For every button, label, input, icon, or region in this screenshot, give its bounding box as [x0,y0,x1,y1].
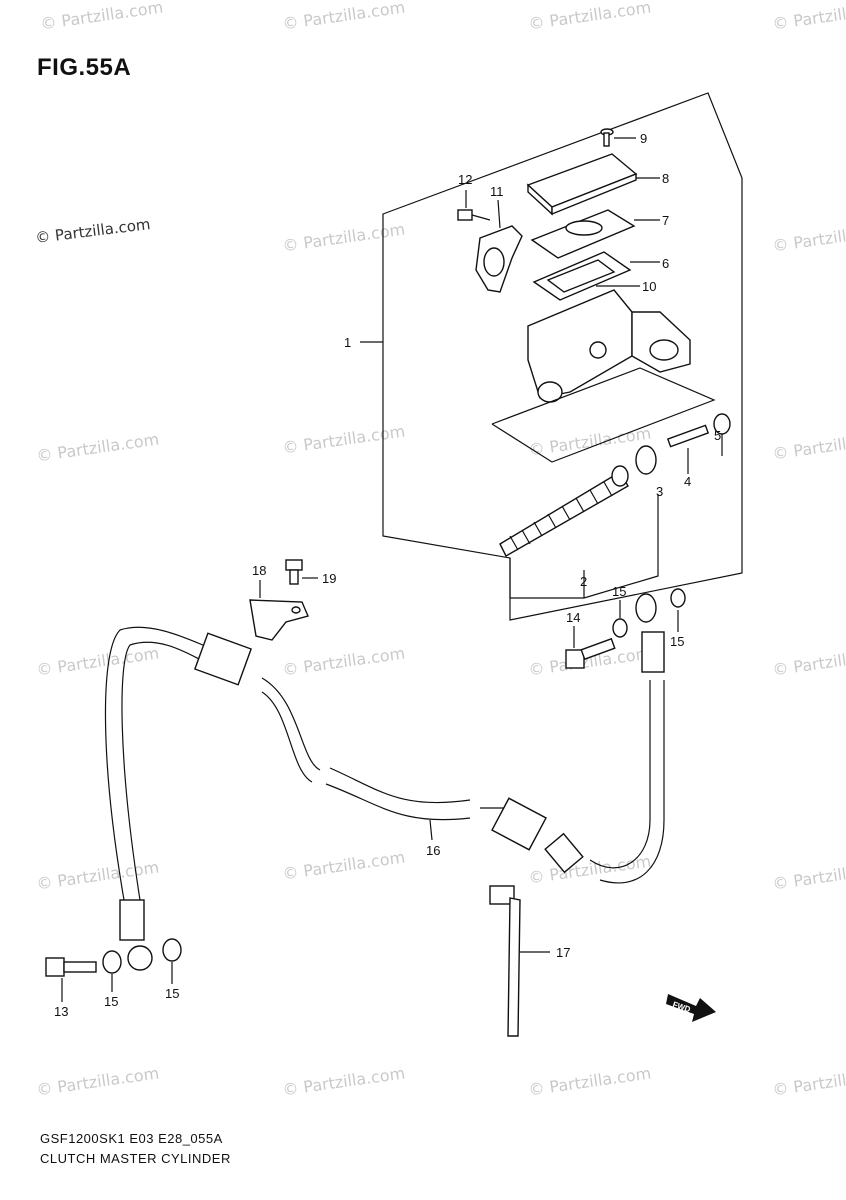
cable-tie-17-part [489,885,521,1037]
assembly-outline [382,92,743,621]
callout-14: 14 [566,610,580,625]
callout-18: 18 [252,563,266,578]
callout-4: 4 [684,474,691,489]
hose-fitting [641,631,665,673]
washer-15-part [102,950,122,974]
callout-19: 19 [322,571,336,586]
callout-15: 15 [612,584,626,599]
callout-5: 5 [714,428,721,443]
callout-15: 15 [165,986,179,1001]
callout-12: 12 [458,172,472,187]
callout-6: 6 [662,256,669,271]
piston-kit-part [499,445,657,557]
callout-11: 11 [490,184,504,199]
clamp-18-part [249,599,309,641]
callout-1: 1 [344,335,351,350]
callout-17: 17 [556,945,570,960]
washer-15-part [162,938,182,962]
clutch-hose-part [104,626,665,941]
fwd-arrow-icon: FWD [666,994,716,1022]
bracket-11-part [475,225,523,293]
master-cylinder-body-part [527,289,691,403]
diagram-caption: CLUTCH MASTER CYLINDER [40,1151,231,1166]
dashed-bore-line [491,367,716,463]
diagram-code: GSF1200SK1 E03 E28_055A [40,1131,223,1146]
callout-7: 7 [662,213,669,228]
union-bolt-13-part [45,957,97,977]
washer-15-part [612,618,628,638]
washer-15-part [670,588,686,608]
hose-fitting [491,797,547,851]
bolt-12-part [457,209,491,221]
callout-8: 8 [662,171,669,186]
screw-9-part [600,128,614,147]
callout-9: 9 [640,131,647,146]
callout-13: 13 [54,1004,68,1019]
push-rod-part [666,424,710,448]
banjo-fitting-part [635,593,657,623]
fwd-label: FWD [671,1000,691,1014]
hose-fitting [544,832,584,874]
figure-title: FIG.55A [37,54,132,81]
bolt-19-part [285,559,303,585]
callout-3: 3 [656,484,663,499]
hose-fitting [119,899,145,941]
callout-16: 16 [426,843,440,858]
callout-10: 10 [642,279,656,294]
union-bolt-14-part [565,637,616,669]
callout-15: 15 [104,994,118,1009]
leader-lines [61,137,723,1002]
diaphragm-part [532,251,632,301]
hose-fitting [193,632,253,686]
callout-2: 2 [580,574,587,589]
banjo-fitting-part [127,945,153,971]
reservior-cap-part [526,153,638,216]
plate-part [530,209,636,259]
callout-15: 15 [670,634,684,649]
